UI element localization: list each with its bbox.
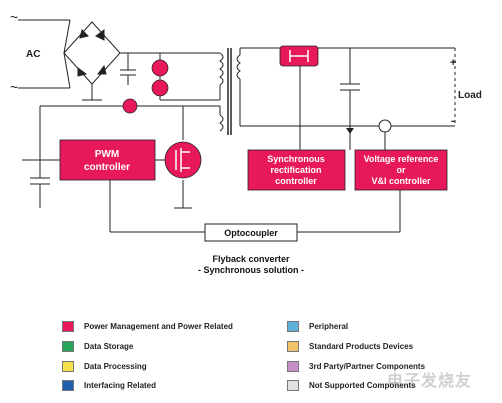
pwm-controller-block (59, 139, 156, 181)
vref-line1: Voltage reference (364, 154, 439, 164)
caption-line1: Flyback converter (212, 254, 290, 264)
vref-block (354, 149, 448, 191)
ac-tilde-bottom: ~ (10, 79, 18, 95)
sync-line2: rectification (270, 165, 321, 175)
ac-tilde-top: ~ (10, 9, 18, 25)
snubber-diode-icon (122, 59, 169, 114)
watermark-logo: 电子发烧友 (386, 373, 472, 390)
ac-label: AC (26, 49, 40, 60)
sync-line1: Synchronous (267, 154, 325, 164)
minus-label: - (451, 115, 455, 127)
current-sense-icon (378, 119, 392, 133)
vref-line3: V&I controller (371, 176, 431, 186)
vref-line2: or (397, 165, 406, 175)
load-label: Load (458, 90, 482, 101)
pwm-line1: PWM (95, 149, 119, 160)
optocoupler-block (204, 223, 298, 242)
primary-mosfet-icon (164, 141, 202, 179)
sync-line3: controller (275, 176, 317, 186)
plus-label: + (450, 57, 456, 69)
caption-line2: - Synchronous solution - (198, 265, 304, 275)
sync-rect-block (247, 149, 346, 191)
pwm-line2: controller (84, 162, 130, 173)
optocoupler-label: Optocoupler (224, 228, 278, 238)
